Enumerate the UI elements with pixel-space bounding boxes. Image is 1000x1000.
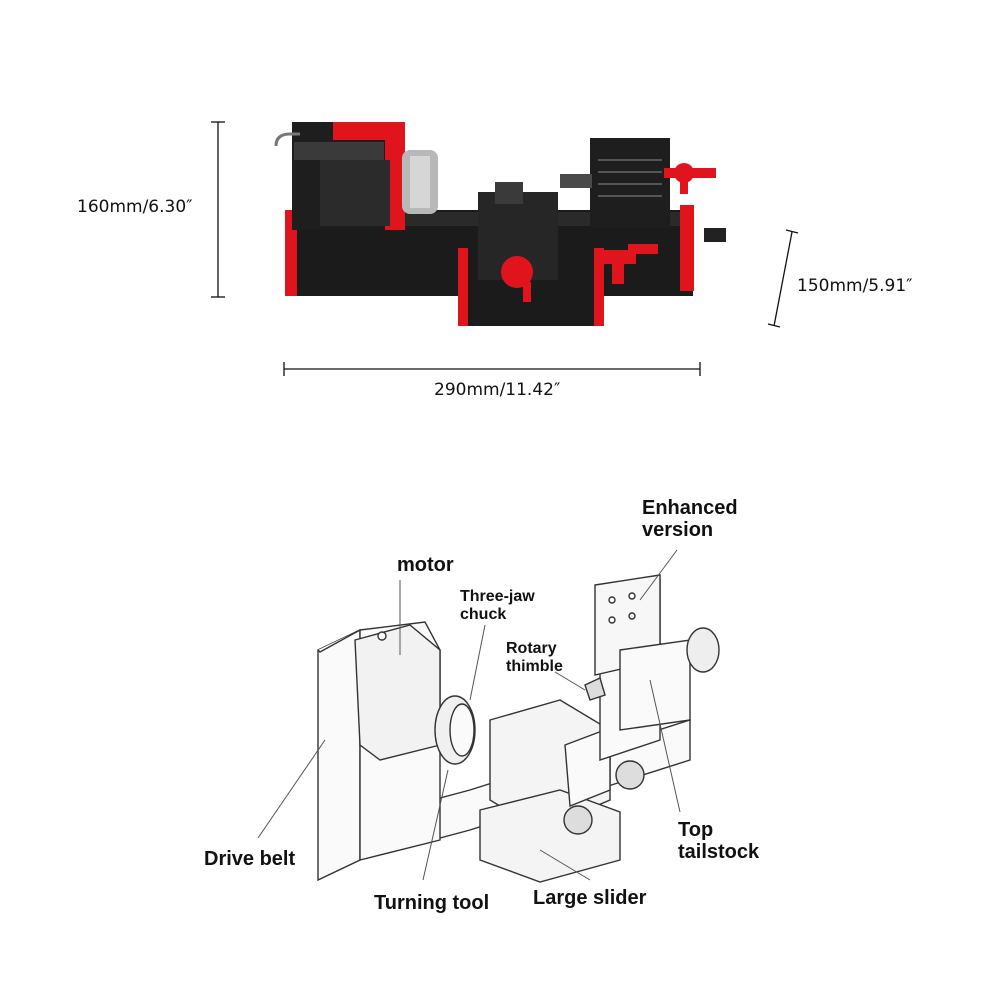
height-dimension-label: 160mm/6.30″ [77, 197, 193, 217]
label-enhanced-version: Enhanced version [642, 497, 738, 541]
leader-lines [257, 549, 681, 881]
label-enhanced-line2: version [642, 519, 714, 541]
label-top-tailstock: Top tailstock [678, 819, 759, 863]
label-thimble-line2: thimble [506, 658, 563, 675]
label-large-slider: Large slider [533, 887, 647, 909]
depth-dimension-label: 150mm/5.91″ [797, 276, 913, 296]
label-tailstock-line1: Top [678, 819, 714, 841]
label-chuck-line2: chuck [460, 606, 507, 623]
label-enhanced-line1: Enhanced [642, 497, 738, 519]
label-motor: motor [397, 554, 454, 576]
label-chuck-line1: Three-jaw [460, 588, 535, 605]
label-thimble-line1: Rotary [506, 640, 557, 657]
label-three-jaw-chuck: Three-jaw chuck [460, 588, 535, 624]
mini-lathe-photo [274, 122, 726, 326]
label-turning-tool: Turning tool [374, 892, 490, 914]
label-rotary-thimble: Rotary thimble [506, 640, 563, 676]
dimension-lines [211, 121, 799, 376]
width-dimension-label: 290mm/11.42″ [434, 380, 561, 400]
label-tailstock-line2: tailstock [678, 841, 760, 863]
label-drive-belt: Drive belt [204, 848, 296, 870]
